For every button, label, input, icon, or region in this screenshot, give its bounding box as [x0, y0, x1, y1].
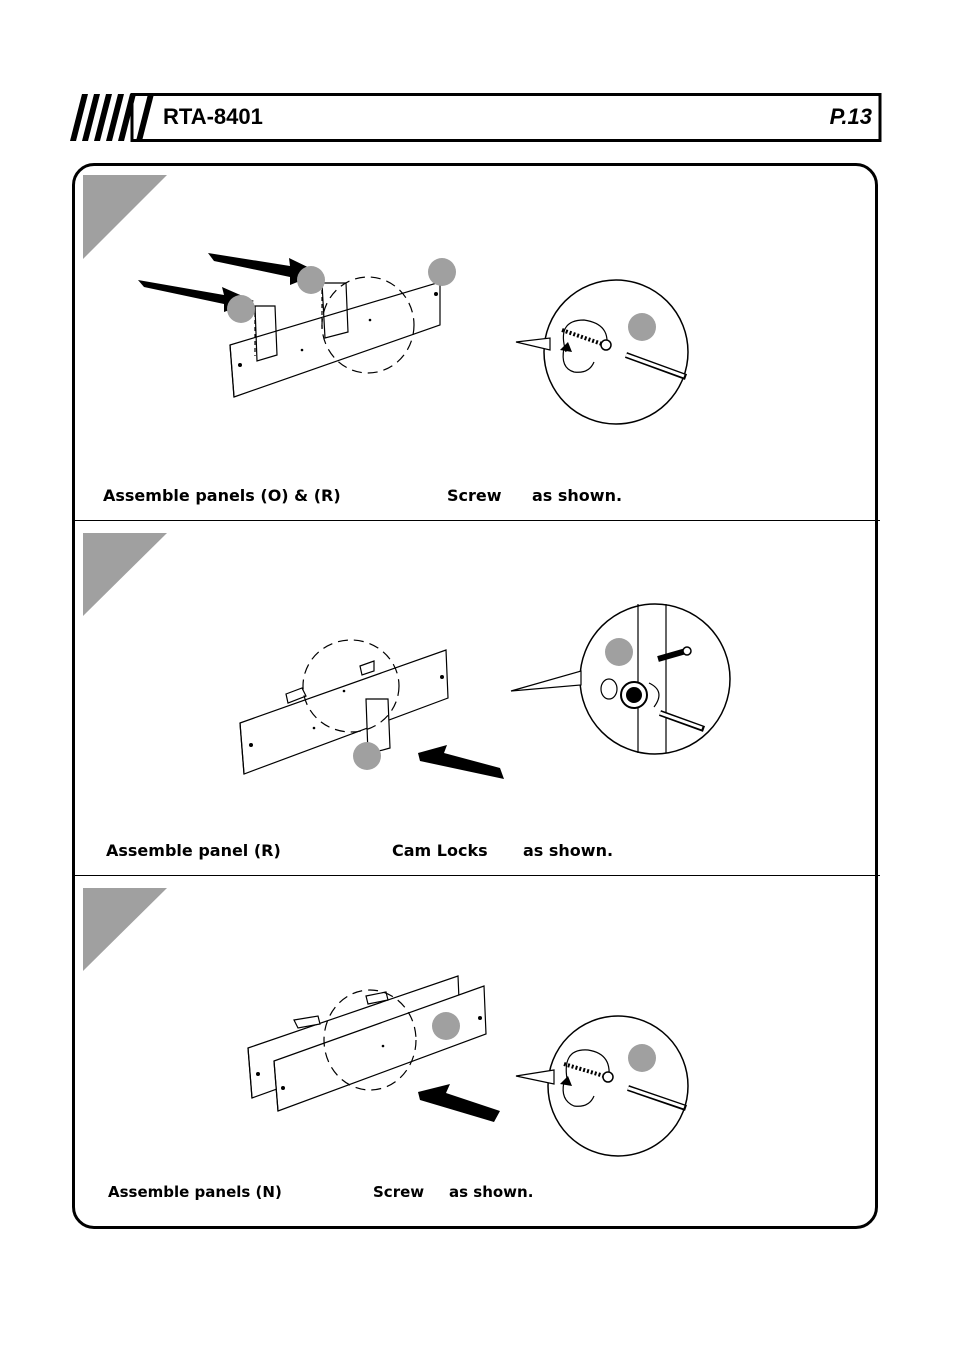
step-divider	[72, 875, 880, 876]
step-3-illustration	[74, 878, 878, 1226]
caption-part-name: Cam Locks	[392, 841, 488, 860]
caption-suffix: as shown.	[523, 841, 613, 860]
step-1: Assemble panels (O) & (R) Screw as shown…	[74, 170, 878, 518]
step-corner-marker	[83, 888, 167, 971]
model-number: RTA-8401	[163, 104, 263, 130]
caption-part-name: Screw	[373, 1183, 424, 1201]
page-number: P.13	[830, 104, 872, 130]
caption-instruction: Assemble panels (O) & (R)	[103, 486, 341, 505]
step-2-illustration	[74, 523, 878, 873]
step-corner-marker	[83, 175, 167, 259]
caption-instruction: Assemble panel (R)	[106, 841, 281, 860]
step-3: Assemble panels (N) Screw as shown.	[74, 878, 878, 1226]
step-1-illustration	[74, 170, 878, 518]
step-2: Assemble panel (R) Cam Locks as shown.	[74, 523, 878, 873]
page-header: RTA-8401 P.13	[70, 93, 882, 143]
step-corner-marker	[83, 533, 167, 616]
caption-instruction: Assemble panels (N)	[108, 1183, 282, 1201]
step-3-caption: Assemble panels (N) Screw as shown.	[108, 1183, 129, 1273]
caption-suffix: as shown.	[449, 1183, 533, 1201]
step-divider	[72, 520, 880, 521]
caption-suffix: as shown.	[532, 486, 622, 505]
caption-part-name: Screw	[447, 486, 502, 505]
